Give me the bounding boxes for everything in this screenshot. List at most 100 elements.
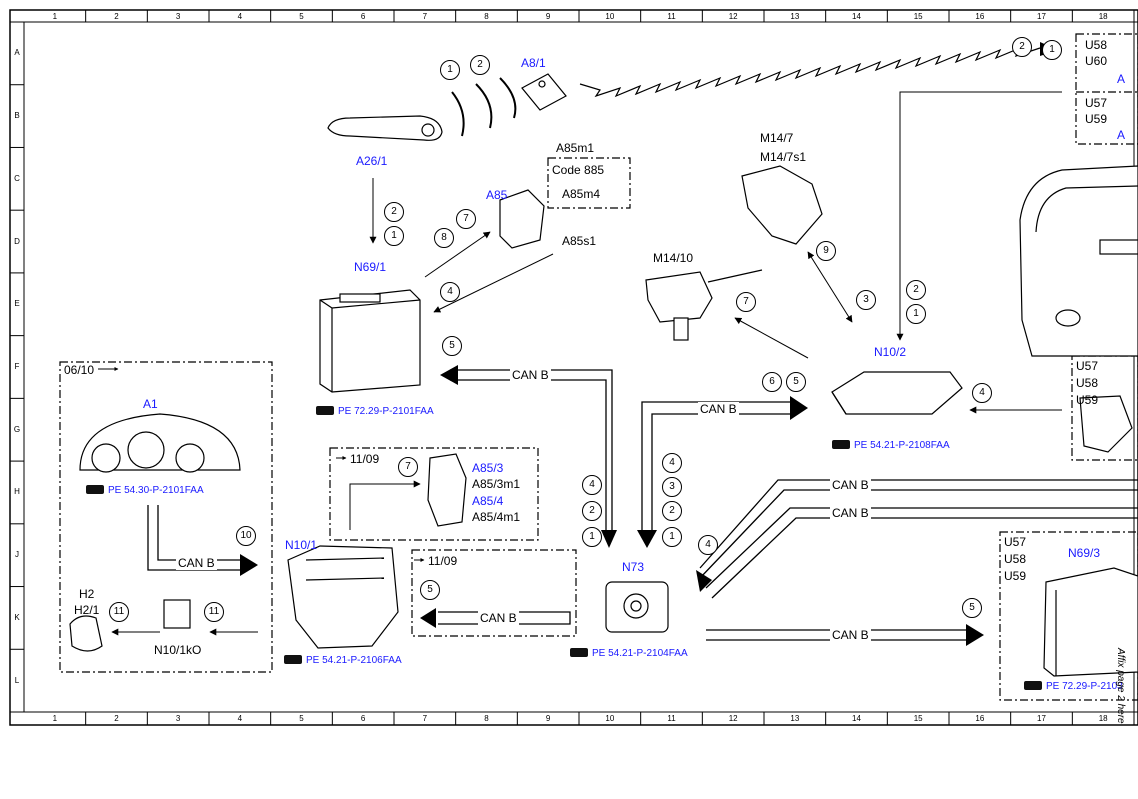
label-n69-3: N69/3 — [1068, 546, 1101, 560]
callout-circle: 2 — [582, 501, 602, 521]
callout-circle: 2 — [470, 55, 490, 75]
pointing-hand-icon — [570, 648, 588, 657]
date-11-09-b: 11/09 — [428, 554, 458, 568]
label-a8-1: A8/1 — [521, 56, 546, 70]
label-m14-7s1: M14/7s1 — [760, 150, 807, 164]
variant-top-u58: U58 — [1085, 38, 1108, 52]
label-code-885: Code 885 — [552, 163, 605, 177]
label-a85-4: A85/4 — [472, 494, 504, 508]
can-b-label-2: CAN B — [698, 402, 739, 416]
callout-circle: 1 — [906, 304, 926, 324]
grid-row-label: E — [14, 299, 20, 309]
grid-column-label: 15 — [913, 714, 923, 723]
callout-circle: 4 — [662, 453, 682, 473]
pointing-hand-icon — [316, 406, 334, 415]
label-h2: H2 — [79, 587, 95, 601]
callout-circle: 11 — [109, 602, 129, 622]
grid-column-label: 4 — [237, 714, 243, 723]
callout-circle: 7 — [398, 457, 418, 477]
label-a85-4m1: A85/4m1 — [472, 510, 521, 524]
callout-circle: 4 — [582, 475, 602, 495]
variant-top-u57: U57 — [1085, 96, 1108, 110]
label-h2-1: H2/1 — [74, 603, 100, 617]
can-b-label-1: CAN B — [510, 368, 551, 382]
grid-column-label: 7 — [422, 714, 428, 723]
signal-arrows — [98, 91, 1062, 636]
grid-column-label: 1 — [52, 12, 58, 21]
variant-bot-u57: U57 — [1004, 535, 1027, 549]
ref-pe-54-21-2104[interactable]: PE 54.21-P-2104FAA — [570, 648, 688, 660]
grid-column-label: 9 — [545, 714, 551, 723]
callout-circle: 3 — [856, 290, 876, 310]
callout-circle: 9 — [816, 241, 836, 261]
grid-column-label: 12 — [728, 714, 738, 723]
grid-column-label: 6 — [360, 714, 366, 723]
component-sketches — [69, 73, 1138, 677]
variant-top-u59: U59 — [1085, 112, 1108, 126]
ref-pe-72-29-2103[interactable]: PE 72.29-P-2103 — [1024, 681, 1123, 693]
callout-circle: 8 — [434, 228, 454, 248]
pointing-hand-icon — [284, 655, 302, 664]
grid-column-label: 17 — [1037, 12, 1046, 21]
ref-pe-54-30-2101[interactable]: PE 54.30-P-2101FAA — [86, 485, 204, 497]
grid-column-label: 5 — [299, 12, 304, 21]
callout-circle: 5 — [786, 372, 806, 392]
callout-circle: 2 — [384, 202, 404, 222]
option-boxes — [59, 33, 1138, 701]
variant-mid-u59: U59 — [1076, 393, 1099, 407]
label-a26-1: A26/1 — [356, 154, 388, 168]
grid-column-label: 12 — [728, 12, 738, 21]
variant-bot-u59: U59 — [1004, 569, 1027, 583]
label-a85: A85 — [486, 188, 508, 202]
callout-circle: 11 — [204, 602, 224, 622]
callout-circle: 3 — [662, 477, 682, 497]
grid-column-label: 17 — [1037, 714, 1046, 723]
grid-column-label: 18 — [1098, 12, 1108, 21]
label-a85-3: A85/3 — [472, 461, 504, 475]
label-a85-3m1: A85/3m1 — [472, 477, 521, 491]
grid-column-label: 2 — [114, 12, 119, 21]
callout-circle: 4 — [440, 282, 460, 302]
grid-column-label: 14 — [852, 714, 861, 723]
label-n69-1: N69/1 — [354, 260, 387, 274]
callout-circle: 5 — [962, 598, 982, 618]
ref-pe-54-21-2108[interactable]: PE 54.21-P-2108FAA — [832, 440, 950, 452]
pointing-hand-icon — [86, 485, 104, 494]
ref-pe-54-21-2106[interactable]: PE 54.21-P-2106FAA — [284, 655, 402, 667]
grid-column-label: 9 — [545, 12, 551, 21]
can-b-label-4: CAN B — [830, 506, 871, 520]
callout-circle: 6 — [762, 372, 782, 392]
can-b-label-5: CAN B — [830, 628, 871, 642]
callout-circle: 5 — [442, 336, 462, 356]
variant-top-a: A — [1117, 72, 1126, 86]
callout-circle: 1 — [384, 226, 404, 246]
grid-column-label: 15 — [913, 12, 923, 21]
callout-circle: 1 — [1042, 40, 1062, 60]
callout-circle: 1 — [662, 527, 682, 547]
can-b-label-6: CAN B — [176, 556, 217, 570]
callout-circle: 7 — [736, 292, 756, 312]
label-a85m4: A85m4 — [562, 187, 601, 201]
grid-column-label: 2 — [114, 714, 119, 723]
grid-column-label: 11 — [667, 714, 676, 723]
grid-column-label: 5 — [299, 714, 304, 723]
callout-circle: 4 — [698, 535, 718, 555]
affix-page-note: Affix page 2 here — [1115, 648, 1126, 724]
ref-pe-72-29-2101[interactable]: PE 72.29-P-2101FAA — [316, 406, 434, 418]
callout-circle: 1 — [582, 527, 602, 547]
grid-column-label: 8 — [484, 714, 489, 723]
label-a85s1: A85s1 — [562, 234, 597, 248]
radio-signal-zigzag — [579, 46, 1041, 98]
can-b-label-7: CAN B — [478, 611, 519, 625]
can-arrowheads — [240, 365, 984, 646]
grid-column-label: 16 — [975, 714, 985, 723]
grid-column-label: 1 — [52, 714, 58, 723]
can-b-label-3: CAN B — [830, 478, 871, 492]
grid-row-label: F — [14, 362, 20, 371]
label-n10-1: N10/1 — [285, 538, 318, 552]
grid-column-label: 10 — [605, 714, 615, 723]
variant-top-u60: U60 — [1085, 54, 1108, 68]
grid-column-label: 13 — [790, 714, 800, 723]
grid-column-label: 4 — [237, 12, 243, 21]
pointing-hand-icon — [832, 440, 850, 449]
